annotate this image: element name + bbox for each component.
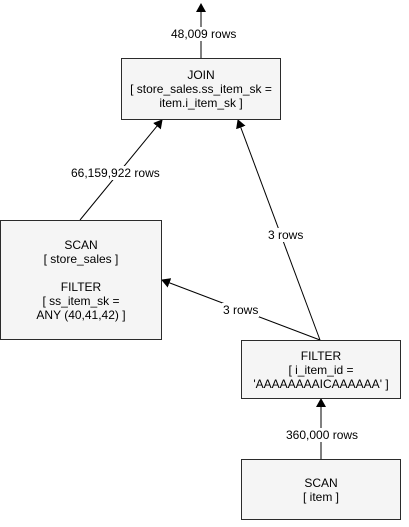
edge-label-filter-to-join: 3 rows (267, 228, 305, 242)
edge-label-scan-item-to-filter: 360,000 rows (285, 428, 360, 442)
filter-item-line1: [ i_item_id = (288, 362, 354, 377)
join-condition-line2: item.i_item_sk ] (159, 96, 243, 110)
scan-item-table: [ item ] (302, 489, 339, 504)
filter-item-node: FILTER [ i_item_id = 'AAAAAAAAICAAAAAA' … (241, 340, 401, 399)
scan-item-title: SCAN (304, 475, 338, 490)
edge-label-filter-to-store-sales: 3 rows (222, 303, 260, 317)
filter-item-line2: 'AAAAAAAAICAAAAAA' ] (253, 376, 389, 391)
scan-store-sales-title: SCAN (64, 238, 98, 252)
scan-store-sales-filter-title: FILTER (60, 280, 102, 294)
scan-store-sales-node: SCAN [ store_sales ] FILTER [ ss_item_sk… (0, 220, 162, 340)
edge-label-store-sales-to-join: 66,159,922 rows (70, 166, 161, 180)
scan-store-sales-filter-line2: ANY (40,41,42) ] (36, 308, 126, 322)
join-node: JOIN [ store_sales.ss_item_sk = item.i_i… (121, 58, 281, 120)
scan-item-node: SCAN [ item ] (241, 459, 401, 520)
scan-store-sales-filter-line1: [ ss_item_sk = (42, 294, 120, 308)
join-title: JOIN (187, 68, 215, 82)
scan-store-sales-table: [ store_sales ] (43, 252, 119, 266)
filter-item-title: FILTER (300, 348, 342, 363)
join-condition-line1: [ store_sales.ss_item_sk = (130, 82, 272, 96)
edge-label-join-out: 48,009 rows (170, 27, 238, 41)
